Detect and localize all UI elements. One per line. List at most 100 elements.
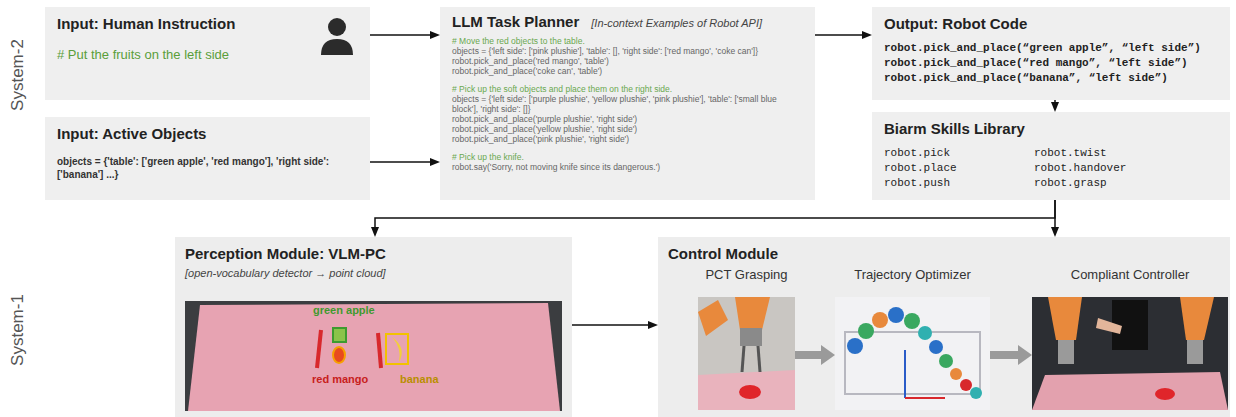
- robot-arm: [1048, 297, 1082, 340]
- box-text: objects = {'left side': ['purple plushie…: [452, 94, 803, 114]
- frame: [845, 332, 980, 394]
- person-body: [321, 39, 353, 55]
- box-text: robot.pick_and_place('red mango', 'table…: [452, 56, 803, 66]
- red-bar: [317, 330, 321, 368]
- arrow-connector: [795, 351, 821, 359]
- collision-sphere: [918, 326, 932, 340]
- box-text: [open-vocabulary detector → point cloud]: [185, 267, 562, 279]
- gripper: [1187, 340, 1203, 364]
- box-heading: LLM Task Planner: [452, 13, 579, 31]
- red-bar: [378, 333, 381, 368]
- controller-table: [1032, 372, 1228, 410]
- box-text: robot.pick_and_place('yellow plushie', '…: [452, 124, 803, 134]
- gripper: [1058, 340, 1074, 364]
- collision-sphere: [888, 307, 904, 323]
- camera-image: [185, 301, 562, 411]
- box-text: robot.twist: [1034, 146, 1218, 161]
- collision-sphere: [970, 387, 982, 399]
- box-text: objects = {'table': ['green apple', 'red…: [57, 155, 358, 181]
- box-text: # Move the red objects to the table.: [452, 36, 803, 46]
- axis: [905, 397, 945, 399]
- banana-box: [386, 334, 408, 364]
- robot-arm: [698, 300, 728, 336]
- module-box: Perception Module: VLM-PC [open-vocabular…: [175, 237, 572, 417]
- detection-label: banana: [400, 373, 439, 385]
- arrow-connector: [375, 200, 1055, 227]
- box-fill: [45, 7, 370, 100]
- box-text: # Put the fruits on the left side: [57, 47, 358, 62]
- box-heading: Control Module: [668, 245, 1220, 263]
- detection-label: red mango: [312, 373, 368, 385]
- gripper: [740, 328, 762, 346]
- red-object: [1155, 388, 1175, 400]
- stage-panel: Trajectory Optimizer: [835, 267, 990, 410]
- person-head: [328, 18, 346, 36]
- box-text: robot.place: [884, 161, 1034, 176]
- robot-arm: [735, 297, 770, 330]
- arrow-connector: [370, 34, 430, 36]
- robot-arm: [1180, 297, 1214, 340]
- arrow-connector: [1054, 200, 1056, 227]
- arrow-connector: [815, 34, 862, 36]
- system-label: System-1: [8, 294, 28, 366]
- box-text: robot.push: [884, 176, 1034, 191]
- input-box: Input: Human Instruction # Put the fruits…: [45, 7, 370, 100]
- box-text: robot.pick: [884, 146, 1034, 161]
- collision-sphere: [950, 368, 962, 380]
- axis: [904, 350, 906, 398]
- box-text: robot.pick_and_place('coke can', 'table'…: [452, 66, 803, 76]
- arrow-connector: [990, 351, 1018, 359]
- box-text: objects = {'left side': ['pink plushie']…: [452, 46, 803, 56]
- collision-sphere: [872, 312, 888, 328]
- gripper-finger: [742, 346, 744, 372]
- red-object: [739, 385, 761, 399]
- box-heading: Output: Robot Code: [884, 15, 1218, 33]
- stage-panel: Compliant Controller: [1032, 267, 1228, 410]
- system-label: System-2: [8, 39, 28, 111]
- collision-sphere: [847, 338, 863, 354]
- skill-grid: robot.pickrobot.twistrobot.placerobot.ha…: [884, 146, 1218, 191]
- apple-box: [333, 328, 346, 342]
- grasp-image: [698, 297, 795, 410]
- stage-panel: PCT Grasping: [698, 267, 795, 410]
- box-text: robot.grasp: [1034, 176, 1218, 191]
- collision-sphere: [858, 323, 874, 339]
- box-fill: [872, 112, 1230, 200]
- box-heading: Input: Human Instruction: [57, 15, 358, 33]
- collision-sphere: [904, 313, 920, 329]
- collision-sphere: [939, 354, 953, 368]
- grasp-table: [698, 370, 795, 410]
- trajectory-image: [835, 297, 990, 410]
- box-fill: [440, 7, 815, 200]
- collision-sphere: [960, 379, 972, 391]
- box-heading: Trajectory Optimizer: [835, 267, 990, 282]
- box-heading: Input: Active Objects: [57, 125, 358, 143]
- planner-box: LLM Task Planner [In-context Examples of …: [440, 7, 815, 200]
- input-box: Input: Active Objects objects = {'table':…: [45, 117, 370, 200]
- controller-image: [1032, 297, 1228, 410]
- box-fill: [872, 7, 1230, 100]
- box-text: robot.pick_and_place(“banana”, “left sid…: [884, 71, 1218, 86]
- output-box: Output: Robot Code robot.pick_and_place(“…: [872, 7, 1230, 100]
- arrow-connector: [370, 161, 430, 163]
- box-fill: [45, 117, 370, 200]
- box-text: robot.handover: [1034, 161, 1218, 176]
- mango-shape: [333, 347, 345, 363]
- box-heading: Compliant Controller: [1032, 267, 1228, 282]
- box-text: # Pick up the knife.: [452, 152, 803, 162]
- box-heading: Perception Module: VLM-PC: [185, 245, 562, 263]
- table-surface: [188, 303, 560, 411]
- box-text: robot.pick_and_place(“red mango”, “left …: [884, 56, 1218, 71]
- box-fill: [175, 237, 572, 417]
- banana-shape: [392, 337, 402, 362]
- skills-box: Biarm Skills Library robot.pickrobot.twis…: [872, 112, 1230, 200]
- box-text: robot.pick_and_place('pink plushie', 'ri…: [452, 134, 803, 144]
- box-text: robot.say('Sorry, not moving knife since…: [452, 162, 803, 172]
- gripper-finger: [758, 346, 760, 372]
- arrow-connector: [1054, 100, 1056, 102]
- box-text: # Pick up the soft objects and place the…: [452, 84, 803, 94]
- module-box: Control ModulePCT Grasping Trajectory Opt…: [658, 237, 1230, 417]
- box-text: [In-context Examples of Robot API]: [591, 17, 762, 29]
- box-heading: Biarm Skills Library: [884, 120, 1218, 138]
